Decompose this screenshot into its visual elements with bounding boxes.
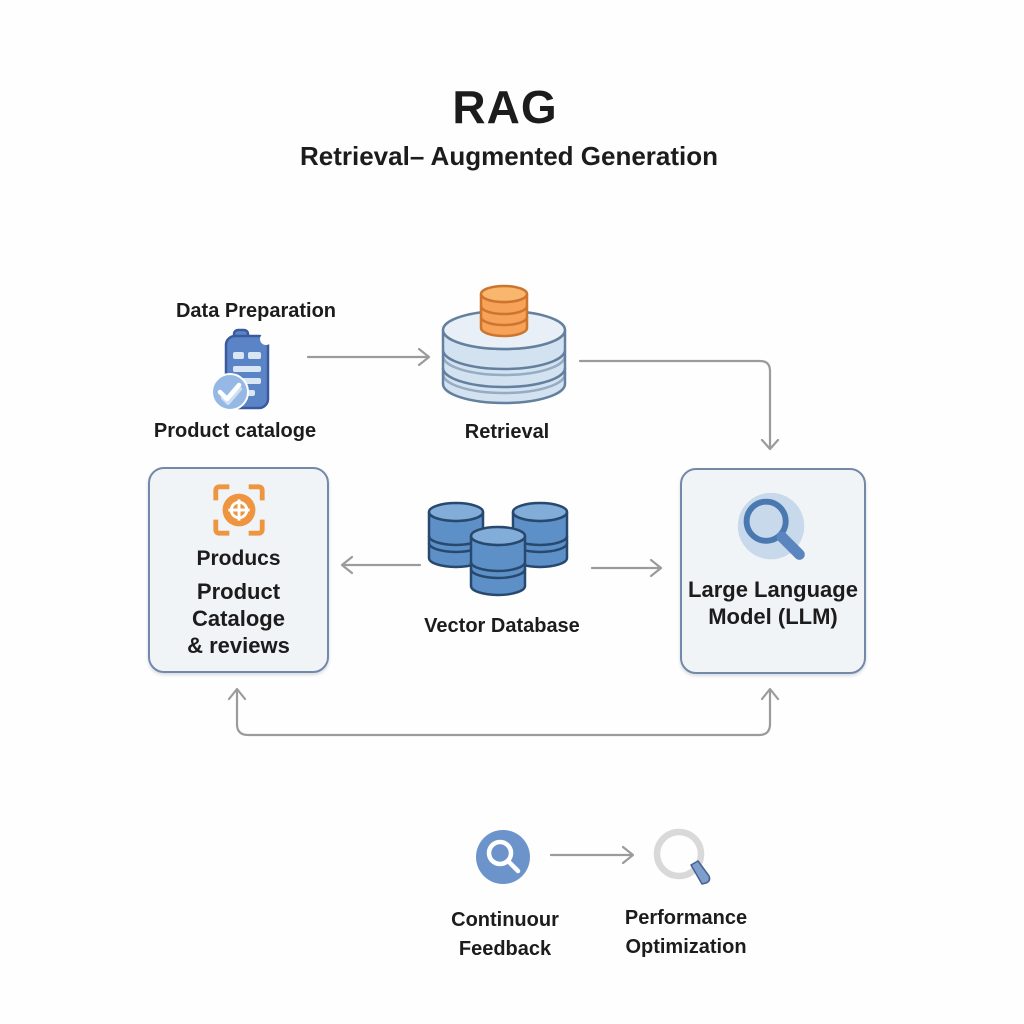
product-box-line: Cataloge: [192, 606, 285, 631]
continuous-feedback-line: Feedback: [458, 938, 552, 960]
product-catalog-caption: Product cataloge: [153, 420, 317, 442]
retrieval-label: Retrieval: [464, 421, 550, 443]
target-scan-icon: [212, 484, 265, 536]
page-subtitle: Retrieval– Augmented Generation: [299, 141, 719, 171]
continuous-feedback-label: Continuour Feedback: [405, 906, 605, 964]
vector-database-label: Vector Database: [424, 615, 580, 637]
llm-box: Large Language Model (LLM): [680, 468, 866, 674]
feedback-loop-connector: [235, 689, 772, 737]
page-title: RAG: [452, 81, 558, 133]
data-preparation-label: Data Preparation: [175, 300, 337, 322]
arrow-retrieval-to-llm: [578, 359, 772, 449]
performance-optimization-line: Optimization: [625, 936, 747, 958]
document-check-icon: [211, 328, 272, 411]
performance-optimization-line: Performance: [624, 907, 748, 929]
product-box-line: & reviews: [187, 633, 290, 658]
performance-optimization-label: Performance Optimization: [586, 904, 786, 962]
product-box-line: Product: [196, 579, 281, 604]
product-catalog-box: Producs Product Cataloge & reviews: [148, 467, 329, 673]
magnifier-filled-circle-icon: [476, 830, 530, 884]
magnifier-icon: [737, 492, 805, 560]
llm-box-line: Large Language: [688, 577, 858, 602]
llm-box-line: Model (LLM): [708, 604, 838, 629]
product-box-line: Producs: [196, 547, 281, 570]
continuous-feedback-line: Continuour: [451, 909, 559, 931]
magnifier-ring-icon: [653, 828, 711, 885]
vector-database-icon: [427, 501, 569, 597]
database-stack-icon: [441, 284, 567, 405]
